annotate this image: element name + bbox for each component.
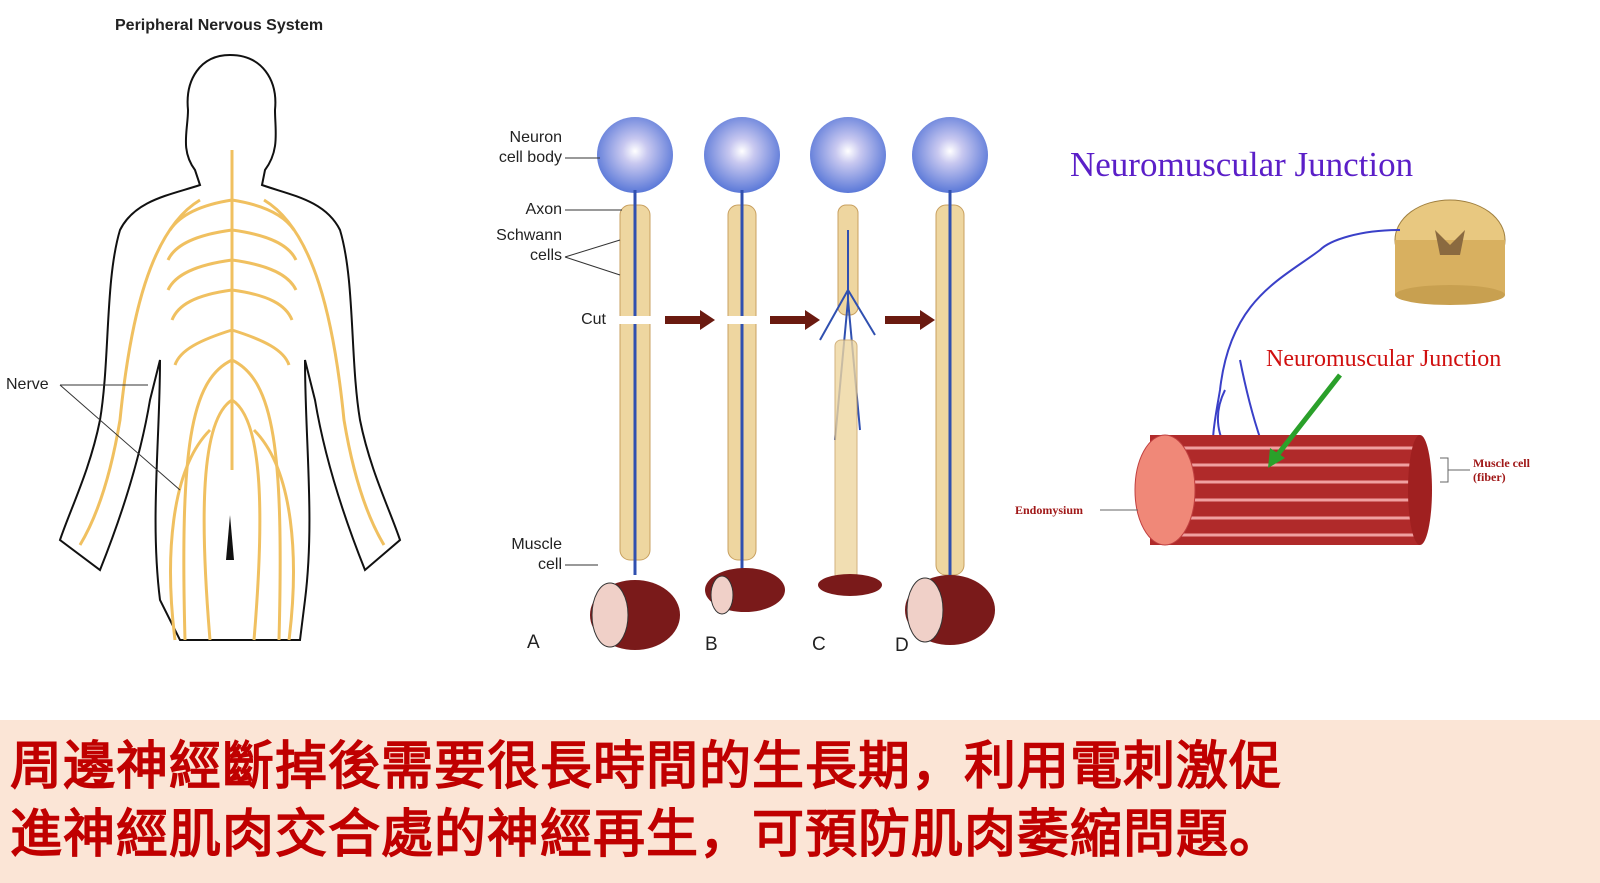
nmj-title: Neuromuscular Junction bbox=[1070, 145, 1414, 184]
neuron-a bbox=[590, 117, 680, 650]
human-body-illustration bbox=[58, 53, 402, 641]
neuron-b bbox=[704, 117, 785, 615]
stage-label-c: C bbox=[812, 634, 826, 655]
progression-arrows bbox=[665, 310, 935, 330]
stage-label-d: D bbox=[895, 635, 909, 656]
neuron-d bbox=[905, 117, 995, 645]
cut-label: Cut bbox=[581, 311, 606, 328]
pns-title: Peripheral Nervous System bbox=[115, 17, 324, 34]
caption-line-2: 進神經肌肉交合處的神經再生，可預防肌肉萎縮問題。 bbox=[10, 805, 1283, 865]
nerve-pointer-lines bbox=[59, 384, 181, 491]
diagram-figure: Peripheral Nervous System Nerve bbox=[6, 17, 1530, 656]
muscle-cell-label: Muscle cell bbox=[511, 536, 562, 573]
nmj-label: Neuromuscular Junction bbox=[1266, 346, 1502, 372]
stage-label-b: B bbox=[705, 634, 718, 655]
nerve-label: Nerve bbox=[6, 376, 49, 393]
stage-label-a: A bbox=[527, 632, 540, 653]
caption-line-1: 周邊神經斷掉後需要很長時間的生長期，利用電刺激促 bbox=[10, 737, 1283, 797]
nerve-regeneration-illustration bbox=[564, 117, 995, 650]
label-pointers bbox=[564, 157, 622, 566]
spinal-cord bbox=[1394, 199, 1506, 305]
nmj-illustration bbox=[1100, 199, 1506, 546]
muscle-fiber bbox=[1134, 434, 1432, 546]
neuron-cell-body-label: Neuron cell body bbox=[498, 129, 562, 166]
endomysium-label: Endomysium bbox=[1015, 503, 1084, 517]
caption-banner: 周邊神經斷掉後需要很長時間的生長期，利用電刺激促 進神經肌肉交合處的神經再生，可… bbox=[0, 720, 1600, 883]
axon-label: Axon bbox=[525, 201, 562, 218]
neuron-c bbox=[810, 117, 886, 596]
schwann-cells-label: Schwann cells bbox=[496, 227, 562, 264]
muscle-cell-fiber-label: Muscle cell (fiber) bbox=[1473, 456, 1530, 484]
nerve-lines bbox=[78, 150, 386, 641]
